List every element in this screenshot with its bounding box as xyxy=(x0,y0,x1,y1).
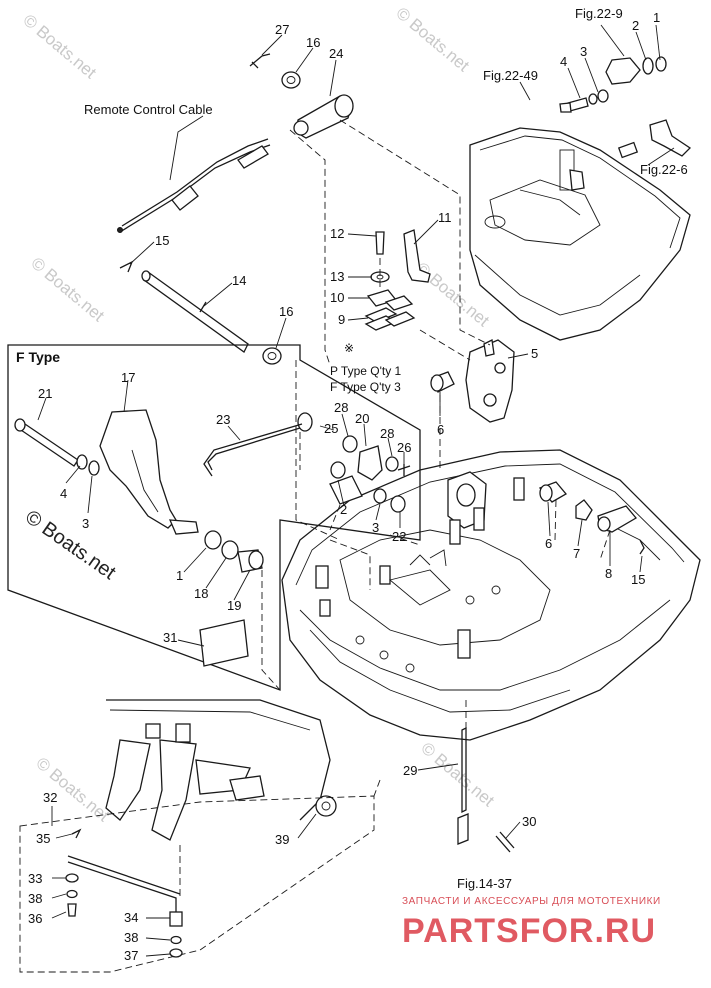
f-type-watermark: © Boats.net xyxy=(21,506,120,584)
washer-16-top xyxy=(281,71,301,89)
callout-18: 18 xyxy=(194,586,208,601)
callout-12: 12 xyxy=(330,226,344,241)
callout-24: 24 xyxy=(329,46,343,61)
watermark: © Boats.net xyxy=(392,4,473,76)
callout-4: 4 xyxy=(560,54,567,69)
callout-2: 2 xyxy=(632,18,639,33)
callout-15: 15 xyxy=(631,572,645,587)
ref-fig-22-49[interactable]: Fig.22-49 xyxy=(483,68,538,83)
callout-20: 20 xyxy=(355,411,369,426)
shaft-14 xyxy=(119,260,249,353)
callout-38: 38 xyxy=(28,891,42,906)
callout-1: 1 xyxy=(653,10,660,25)
ref-fig-22-9[interactable]: Fig.22-9 xyxy=(575,6,623,21)
callout-38: 38 xyxy=(124,930,138,945)
callout-6: 6 xyxy=(545,536,552,551)
part-24-cable-end xyxy=(293,94,354,139)
tiller-assembly xyxy=(19,699,375,973)
f-type-box: F Type © Boats.net xyxy=(7,344,421,691)
lever-5 xyxy=(465,339,515,423)
callout-5: 5 xyxy=(531,346,538,361)
callout-3: 3 xyxy=(580,44,587,59)
callout-2: 2 xyxy=(340,502,347,517)
remote-cable-label: Remote Control Cable xyxy=(84,102,213,117)
shop-tagline: ЗАПЧАСТИ И АКСЕССУАРЫ ДЛЯ МОТОТЕХНИКИ xyxy=(402,896,661,907)
ref-fig-22-6[interactable]: Fig.22-6 xyxy=(640,162,688,177)
shop-logo-text: PARTSFOR.RU xyxy=(402,912,656,950)
callout-17: 17 xyxy=(121,370,135,385)
callouts: 1 2 3 4 27 16 24 12 11 13 10 9 15 14 16 … xyxy=(28,10,660,963)
callout-10: 10 xyxy=(330,290,344,305)
callout-13: 13 xyxy=(330,269,344,284)
bottom-cowling-top xyxy=(469,127,691,341)
leader-lines xyxy=(37,24,675,957)
callout-8: 8 xyxy=(605,566,612,581)
callout-25: 25 xyxy=(324,421,338,436)
callout-6: 6 xyxy=(437,422,444,437)
callout-35: 35 xyxy=(36,831,50,846)
throttle-link-parts xyxy=(559,56,692,159)
rod-29 xyxy=(457,726,515,853)
watermark: © Boats.net xyxy=(19,11,100,83)
callout-1: 1 xyxy=(176,568,183,583)
callout-39: 39 xyxy=(275,832,289,847)
callout-16: 16 xyxy=(306,35,320,50)
callout-33: 33 xyxy=(28,871,42,886)
callout-31: 31 xyxy=(163,630,177,645)
callout-11: 11 xyxy=(438,210,452,225)
bracket-cluster xyxy=(297,412,411,513)
clip-27 xyxy=(249,53,271,69)
watermark-layer: © Boats.net © Boats.net © Boats.net © Bo… xyxy=(19,4,498,826)
watermark: © Boats.net xyxy=(27,254,108,326)
right-parts xyxy=(538,481,645,555)
callout-22: 22 xyxy=(392,529,406,544)
note-f-type: F Type Q'ty 3 xyxy=(330,380,401,394)
callout-3: 3 xyxy=(82,516,89,531)
f-type-title: F Type xyxy=(16,349,60,365)
callout-28: 28 xyxy=(380,426,394,441)
note-mark: ※ xyxy=(344,341,354,355)
remote-control-cable xyxy=(117,138,271,233)
washer-16-mid xyxy=(262,347,282,365)
callout-14: 14 xyxy=(232,273,246,288)
rod-23 xyxy=(207,427,301,471)
callout-19: 19 xyxy=(227,598,241,613)
callout-4: 4 xyxy=(60,486,67,501)
link-stack xyxy=(364,229,431,331)
callout-28: 28 xyxy=(334,400,348,415)
note-p-type: P Type Q'ty 1 xyxy=(330,364,402,378)
ref-fig-14-37[interactable]: Fig.14-37 xyxy=(457,876,512,891)
callout-37: 37 xyxy=(124,948,138,963)
watermark: © Boats.net xyxy=(412,259,493,331)
callout-26: 26 xyxy=(397,440,411,455)
callout-36: 36 xyxy=(28,911,42,926)
callout-32: 32 xyxy=(43,790,57,805)
shop-logo: ЗАПЧАСТИ И АКСЕССУАРЫ ДЛЯ МОТОТЕХНИКИ PA… xyxy=(402,896,661,950)
callout-3: 3 xyxy=(372,520,379,535)
callout-34: 34 xyxy=(124,910,138,925)
callout-23: 23 xyxy=(216,412,230,427)
callout-29: 29 xyxy=(403,763,417,778)
callout-21: 21 xyxy=(38,386,52,401)
callout-7: 7 xyxy=(573,546,580,561)
callout-9: 9 xyxy=(338,312,345,327)
callout-30: 30 xyxy=(522,814,536,829)
callout-27: 27 xyxy=(275,22,289,37)
watermark: © Boats.net xyxy=(417,739,498,811)
callout-15: 15 xyxy=(155,233,169,248)
callout-16: 16 xyxy=(279,304,293,319)
